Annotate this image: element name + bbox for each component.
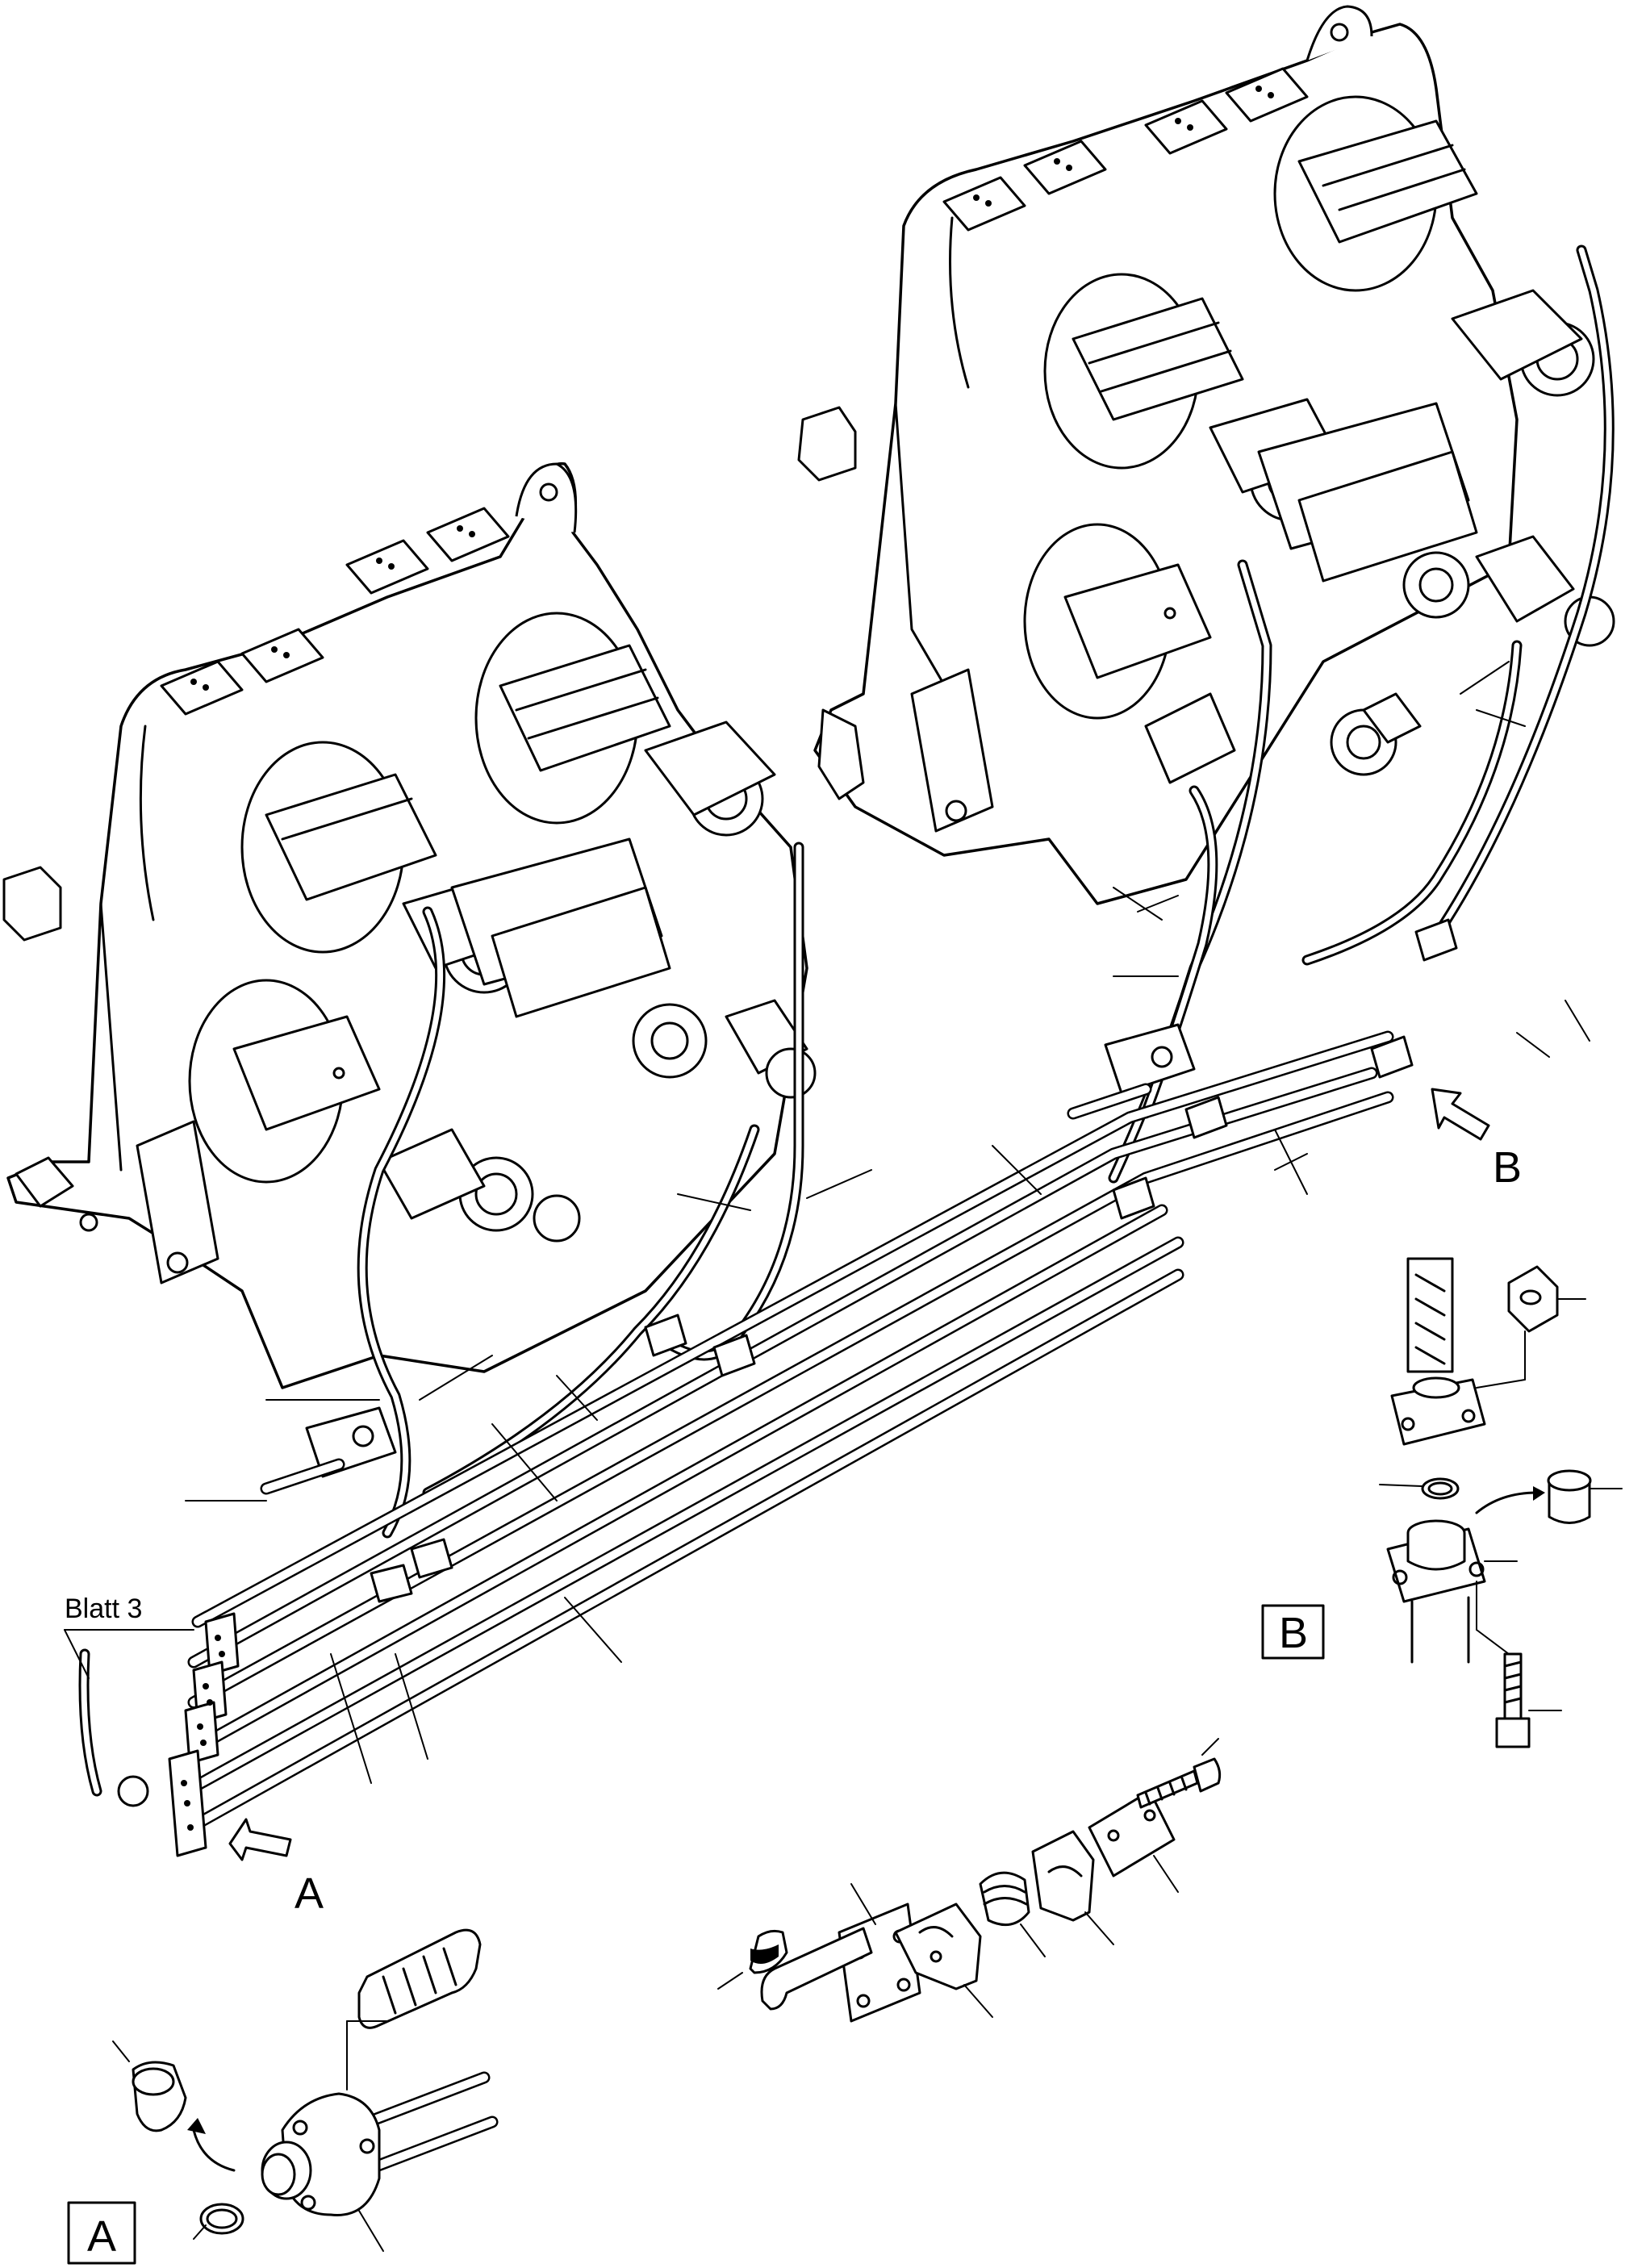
pipe-clamp-exploded-detail	[717, 1738, 1222, 2023]
reference-leaders	[64, 661, 1590, 1784]
rear-lower-cylinder	[1023, 523, 1397, 784]
detail-letter-a: A	[87, 2212, 116, 2261]
rear-upper-cylinder	[1273, 95, 1595, 397]
view-letter-b: B	[1493, 1143, 1522, 1192]
front-lower-cylinder	[188, 979, 534, 1232]
pipe-clamp-brackets	[260, 918, 1458, 1603]
detail-a-flange-connection	[67, 1928, 499, 2265]
pipe-bundle	[187, 1030, 1394, 1830]
view-arrow-a	[228, 1818, 292, 1861]
front-top-clamps	[160, 507, 510, 716]
view-arrow-b	[1431, 1088, 1490, 1141]
rear-top-clamps	[942, 67, 1309, 232]
detail-letter-b: B	[1279, 1609, 1308, 1657]
front-drive-unit	[2, 462, 817, 1389]
pipe-end-flanges	[117, 1612, 240, 1857]
view-letter-a: A	[295, 1869, 324, 1918]
front-upper-cylinder	[474, 612, 776, 837]
blatt-label: Blatt 3	[65, 1593, 142, 1624]
rear-drive-unit	[797, 5, 1615, 905]
detail-b-flange-connection	[1261, 1257, 1623, 1748]
